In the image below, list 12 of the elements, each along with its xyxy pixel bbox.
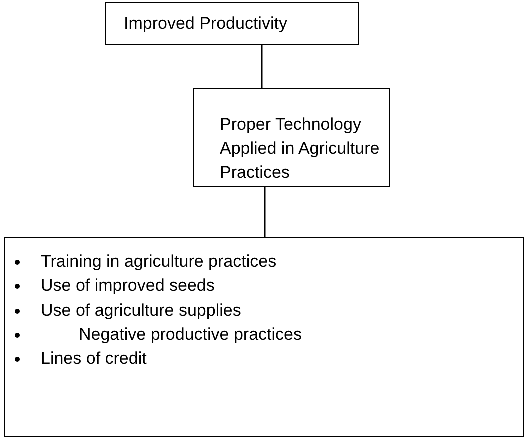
connector-line [264, 187, 266, 237]
list-item: Use of improved seeds [41, 275, 215, 298]
list-item: Use of agriculture supplies [41, 300, 242, 322]
list-item: Lines of credit [41, 348, 147, 370]
text-box [105, 2, 359, 45]
connector-line [261, 45, 263, 88]
box-label: Improved Productivity [124, 13, 288, 35]
text-box [193, 88, 390, 187]
box-label: Proper Technology Applied in Agriculture Practices [220, 114, 381, 184]
list-item: Training in agriculture practices [41, 251, 277, 273]
list-item: Negative productive practices [79, 324, 302, 346]
list-box [4, 237, 524, 437]
